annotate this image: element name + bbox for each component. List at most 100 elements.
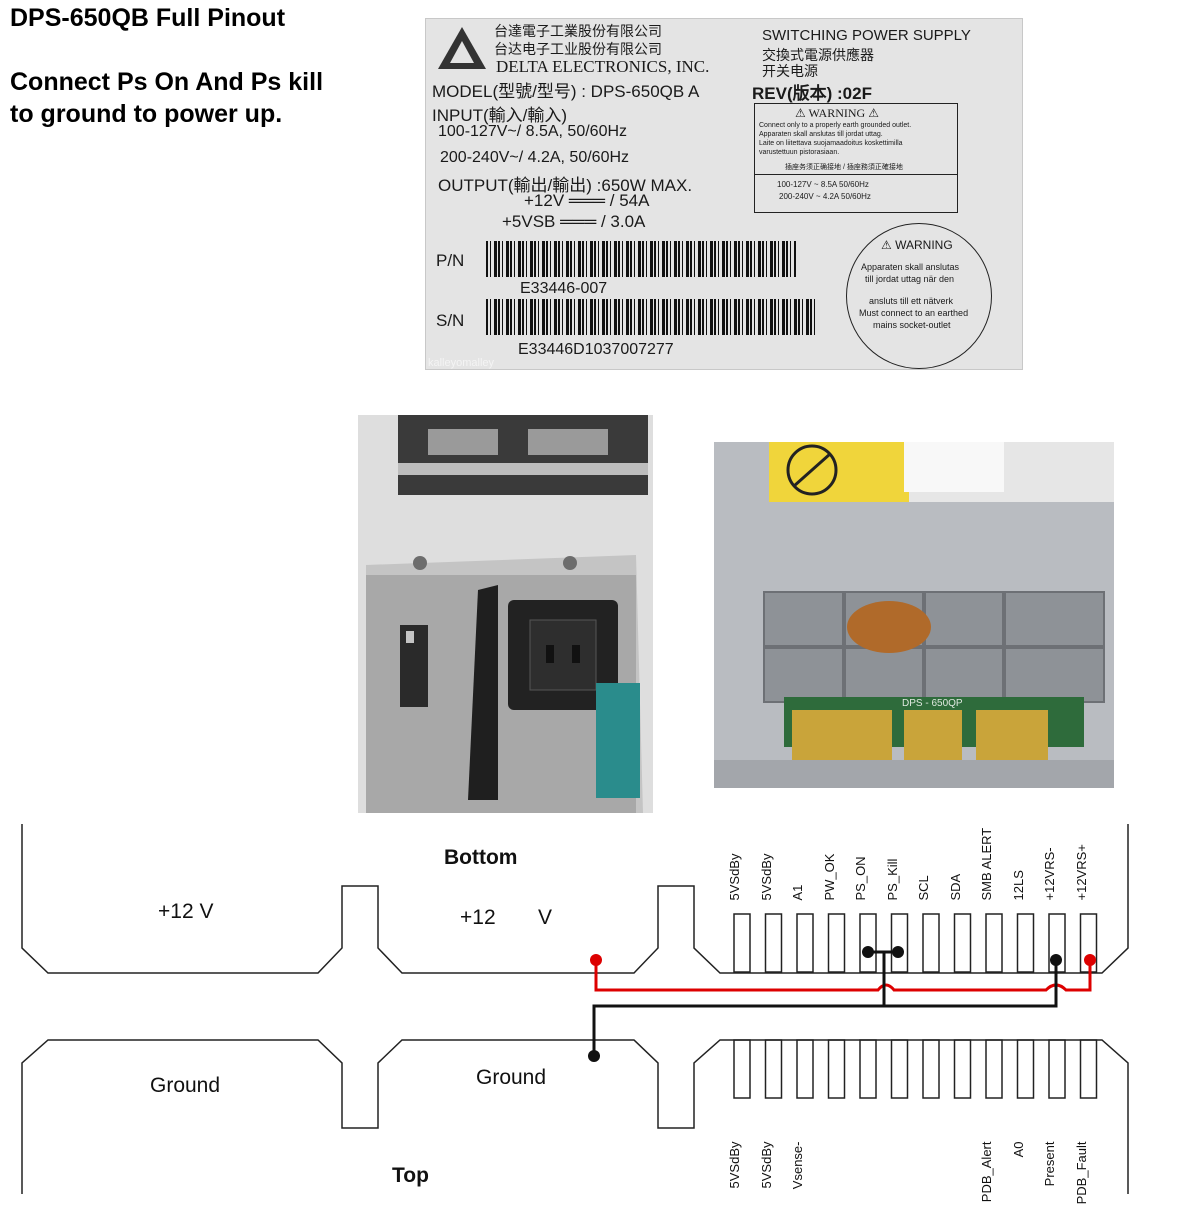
pin-contact bbox=[796, 1039, 814, 1099]
serial-number-barcode bbox=[486, 299, 818, 335]
pin-label: A0 bbox=[1011, 1134, 1036, 1224]
pin-label: 5VSdBy bbox=[759, 1134, 784, 1224]
input-label: INPUT(輸入/輸入) bbox=[432, 106, 568, 125]
pin-label: +12VRS- bbox=[1042, 818, 1067, 908]
pin-label: A1 bbox=[790, 818, 815, 908]
page-title: DPS-650QB Full Pinout bbox=[10, 4, 286, 32]
company-name-zh-1: 台達電子工業股份有限公司 bbox=[494, 24, 662, 40]
pin-label: SDA bbox=[948, 818, 973, 908]
bottom-mid-rail-unit: V bbox=[538, 906, 553, 929]
warning-circle-title-text: WARNING bbox=[895, 238, 953, 252]
warning-box-line-1: Connect only to a properly earth grounde… bbox=[759, 122, 912, 129]
pin-label: Present bbox=[1042, 1134, 1067, 1224]
pin-label: Vsense- bbox=[790, 1134, 815, 1224]
pin-contact bbox=[796, 913, 814, 973]
warning-rating-1: 100-127V ~ 8.5A 50/60Hz bbox=[777, 180, 869, 189]
pin-contact bbox=[1079, 1039, 1098, 1099]
black-connection-dot bbox=[892, 946, 904, 958]
pin-contact bbox=[890, 913, 909, 973]
pin-contact bbox=[827, 913, 846, 973]
pin-contact bbox=[764, 1039, 783, 1099]
output-rating-12v: +12V ═══ / 54A bbox=[524, 191, 650, 210]
pin-contact bbox=[985, 1039, 1003, 1099]
pin-contact bbox=[985, 913, 1003, 973]
input-rating-2: 200-240V~/ 4.2A, 50/60Hz bbox=[440, 149, 630, 166]
warning-circle-line-5: mains socket-outlet bbox=[873, 320, 951, 330]
pin-contact bbox=[1016, 1039, 1035, 1099]
pin-label-text: SMB ALERT bbox=[979, 827, 994, 901]
warning-circle-line-2: till jordat uttag när den bbox=[865, 274, 955, 284]
serial-number-label: S/N bbox=[436, 311, 465, 330]
bottom-mid-rail-label: +12 bbox=[460, 906, 496, 929]
warning-box-zh: 插座务须正确接地 / 插座務須正確接地 bbox=[785, 164, 903, 171]
pin-label-text: Vsense- bbox=[790, 1141, 805, 1190]
pin-label: PS_ON bbox=[853, 818, 878, 908]
pin-label: 5VSdBy bbox=[759, 818, 784, 908]
watermark-text: kalleyomalley bbox=[428, 357, 495, 369]
warning-circle-line-3: ansluts till ett nätverk bbox=[869, 296, 954, 306]
pin-label-text: 5VSdBy bbox=[727, 1141, 742, 1189]
pin-label-text: +12VRS- bbox=[1042, 847, 1057, 901]
product-label-photo: 台達電子工業股份有限公司 台达电子工业股份有限公司 DELTA ELECTRON… bbox=[425, 18, 1023, 370]
product-type-zh-2: 开关电源 bbox=[762, 63, 818, 79]
output-rating-5vsb: +5VSB ═══ / 3.0A bbox=[502, 212, 646, 231]
pin-contact bbox=[922, 1039, 940, 1099]
pin-contact bbox=[953, 913, 972, 973]
warning-circle-line-4: Must connect to an earthed bbox=[859, 308, 969, 318]
pin-label-text: PDB_Alert bbox=[979, 1141, 994, 1203]
instruction-line-2: to ground to power up. bbox=[10, 100, 283, 128]
warning-circle-title: ⚠ WARNING bbox=[881, 238, 953, 252]
red-connection-dot bbox=[1084, 954, 1096, 966]
serial-number-value: E33446D1037007277 bbox=[518, 341, 674, 358]
delta-logo-icon bbox=[438, 27, 486, 69]
product-type-en: SWITCHING POWER SUPPLY bbox=[762, 27, 971, 44]
pin-contact bbox=[890, 1039, 909, 1099]
pin-contact bbox=[859, 913, 877, 973]
pin-label-text: A0 bbox=[1010, 1141, 1026, 1158]
pin-label: 5VSdBy bbox=[727, 818, 752, 908]
pin-contact bbox=[953, 1039, 972, 1099]
pin-label-text: +12VRS+ bbox=[1073, 844, 1089, 901]
pin-label-text: 5VSdBy bbox=[758, 853, 774, 901]
pin-label-text: PW_OK bbox=[821, 853, 837, 901]
top-mid-rail-label: Ground bbox=[476, 1066, 547, 1089]
pin-label-text: PDB_Fault bbox=[1073, 1141, 1089, 1205]
instruction-line-1: Connect Ps On And Ps kill bbox=[10, 68, 324, 96]
warning-circle-line-1: Apparaten skall anslutas bbox=[861, 262, 960, 272]
model-text: MODEL(型號/型号) : DPS-650QB A bbox=[432, 82, 700, 101]
board-silkscreen-text: DPS - 650QP bbox=[902, 698, 963, 709]
red-wire bbox=[594, 960, 1092, 992]
warning-box-title: ⚠ WARNING ⚠ bbox=[795, 106, 879, 120]
warning-box: ⚠ WARNING ⚠ Connect only to a properly e… bbox=[754, 103, 958, 213]
pin-contact bbox=[922, 913, 940, 973]
pinout-diagram: Bottom Top +12 V +12 V Ground Ground 5VS… bbox=[0, 818, 1200, 1204]
pin-label: 5VSdBy bbox=[727, 1134, 752, 1224]
red-connection-dot bbox=[590, 954, 602, 966]
top-side-label: Top bbox=[392, 1164, 429, 1187]
part-number-label: P/N bbox=[436, 251, 465, 270]
pin-label: SMB ALERT bbox=[979, 818, 1004, 908]
pin-label: +12VRS+ bbox=[1074, 818, 1099, 908]
bottom-connector-outline bbox=[21, 824, 1129, 974]
product-type-zh-1: 交換式電源供應器 bbox=[762, 47, 874, 63]
pin-label-text: SDA bbox=[947, 873, 963, 901]
pinout-diagram-outline bbox=[21, 824, 1129, 1194]
pin-label-text: 5VSdBy bbox=[727, 853, 742, 901]
pin-contact bbox=[1016, 913, 1035, 973]
input-rating-1: 100-127V~/ 8.5A, 50/60Hz bbox=[438, 123, 628, 140]
pin-contact bbox=[859, 1039, 877, 1099]
bottom-side-label: Bottom bbox=[444, 846, 518, 869]
psu-rear-photo: DPS - 650QP bbox=[714, 442, 1114, 788]
black-connection-dot bbox=[1050, 954, 1062, 966]
part-number-value: E33446-007 bbox=[520, 280, 608, 297]
pin-contact bbox=[733, 1039, 751, 1099]
black-connection-dot bbox=[588, 1050, 600, 1062]
pin-contact bbox=[827, 1039, 846, 1099]
pin-label: SCL bbox=[916, 818, 941, 908]
pin-contact bbox=[733, 913, 751, 973]
pin-label-text: 12LS bbox=[1010, 870, 1026, 901]
top-left-rail-label: Ground bbox=[150, 1074, 221, 1097]
warning-circle: ⚠ WARNING Apparaten skall anslutas till … bbox=[846, 223, 992, 369]
warning-triangle-icon: ⚠ bbox=[881, 238, 892, 252]
warning-box-line-2: Apparaten skall anslutas till jordat utt… bbox=[759, 131, 883, 138]
